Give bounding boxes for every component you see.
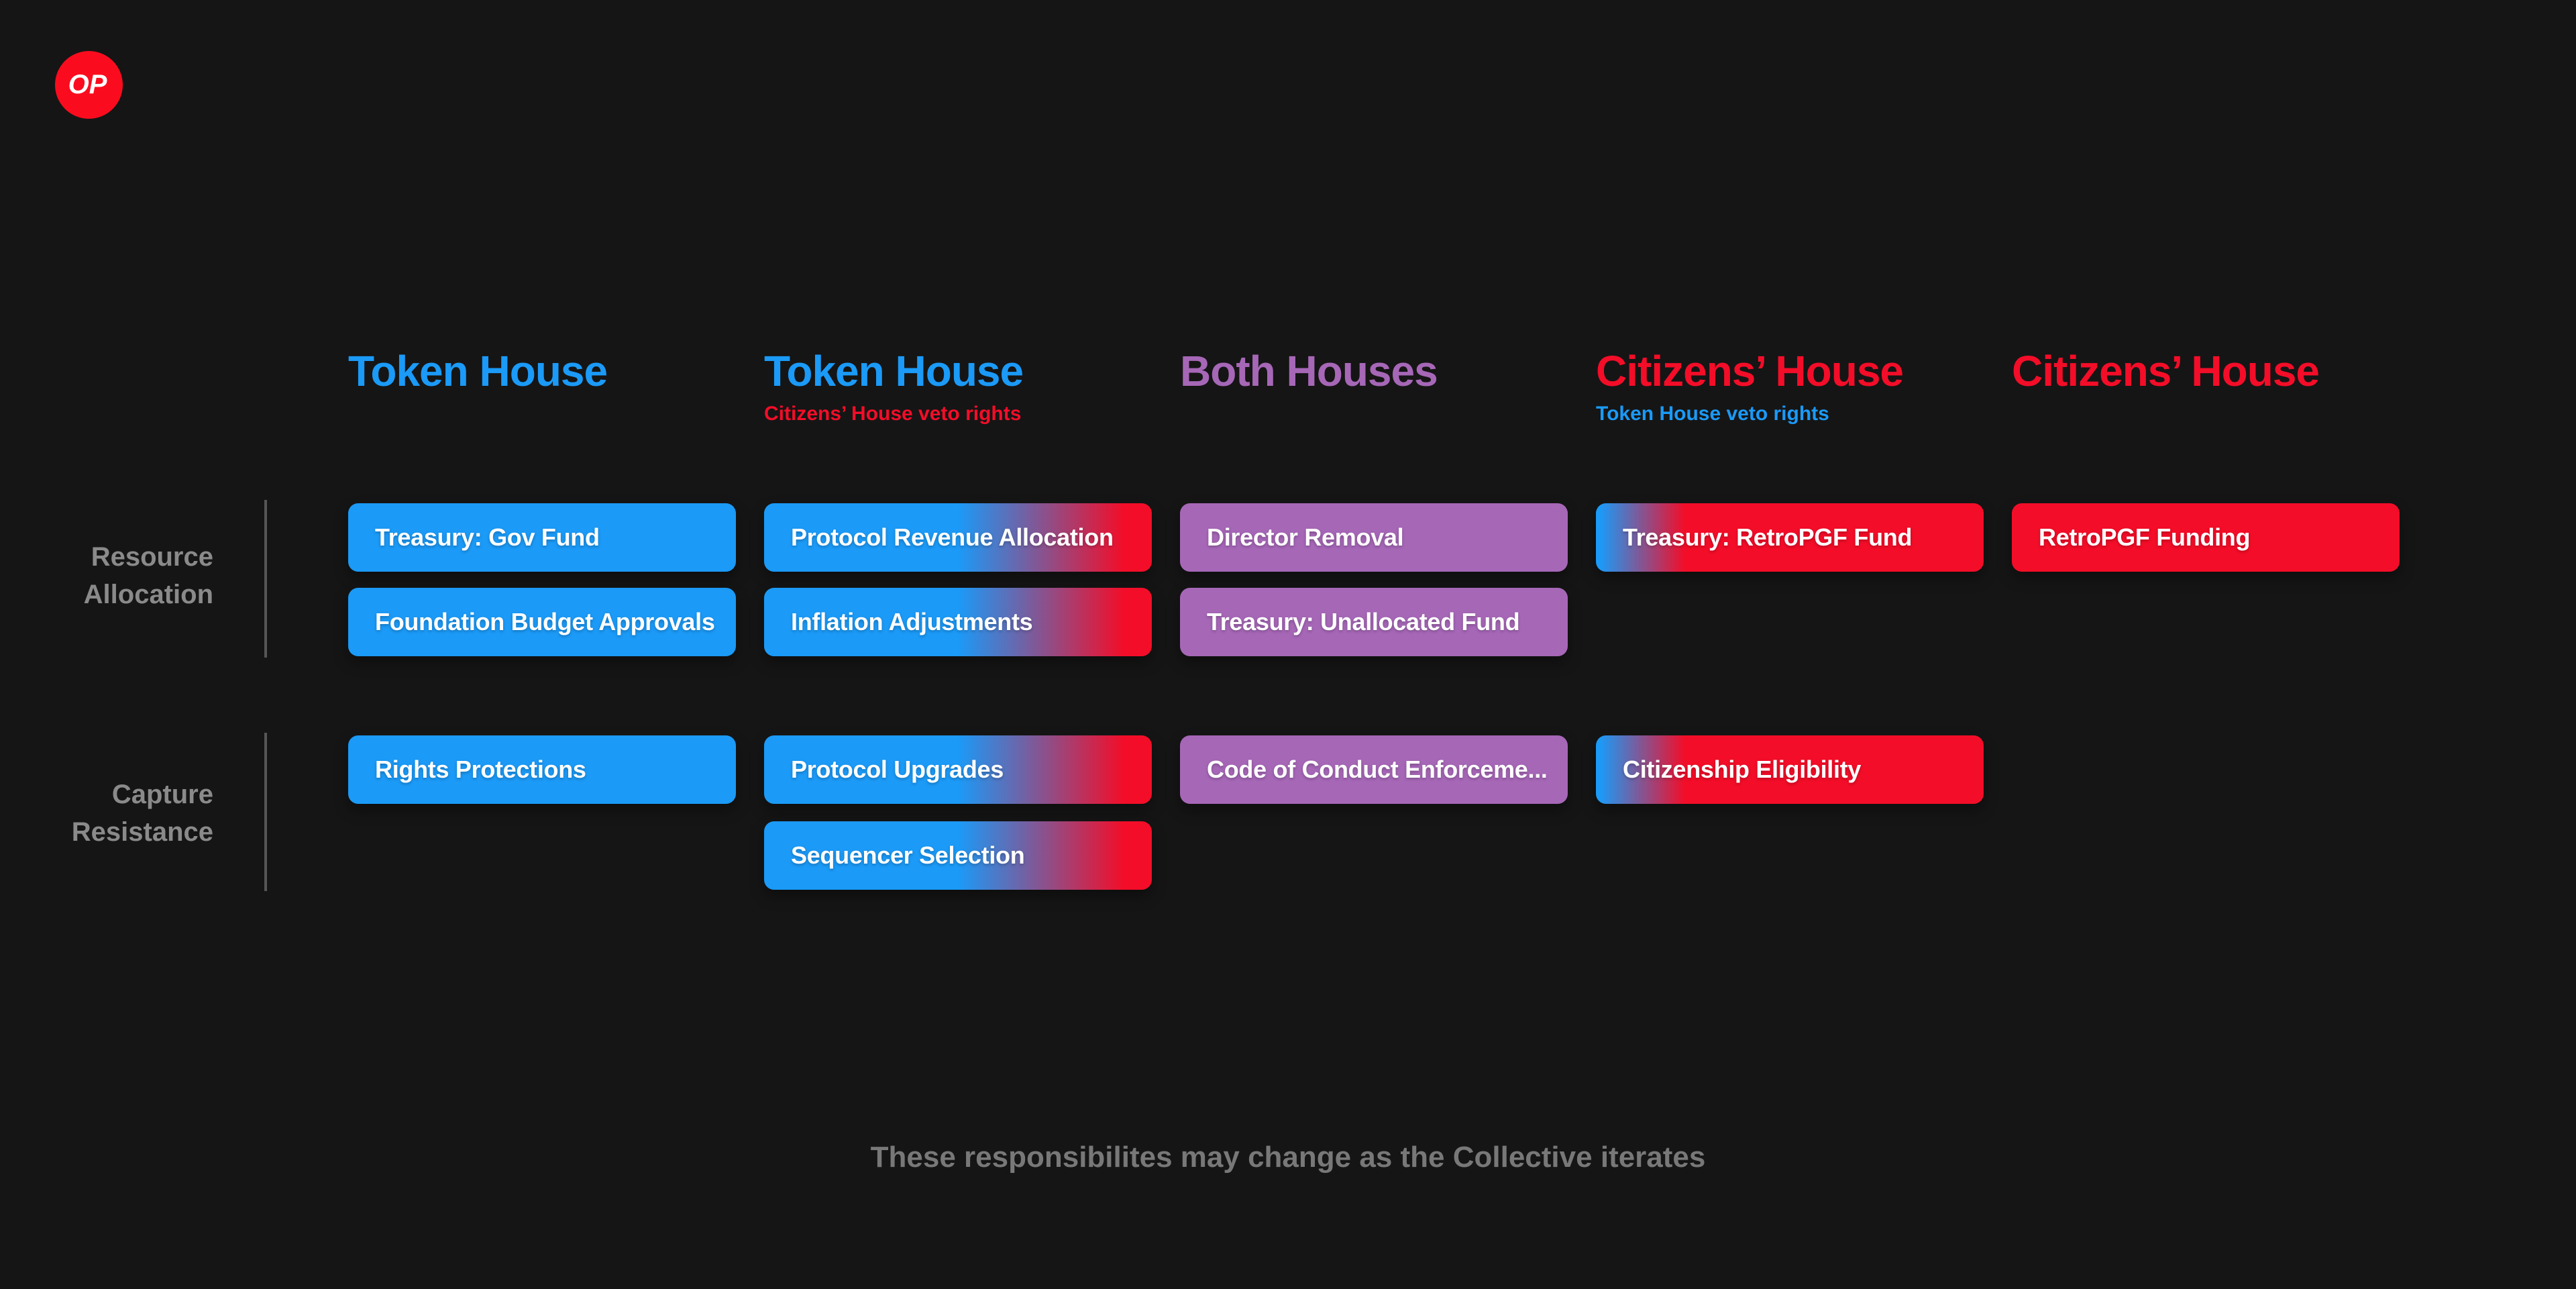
row-divider-line <box>264 500 267 658</box>
column-both-houses: Both Houses Director Removal Treasury: U… <box>1180 0 1568 1289</box>
pill-treasury-unallocated-fund: Treasury: Unallocated Fund <box>1180 588 1568 656</box>
row-divider-line <box>264 733 267 891</box>
row-label-capture-resistance: Capture Resistance <box>0 776 213 851</box>
pill-treasury-gov-fund: Treasury: Gov Fund <box>348 503 736 572</box>
column-title: Citizens’ House <box>2012 347 2320 395</box>
pill-treasury-retropgf-fund: Treasury: RetroPGF Fund <box>1596 503 1984 572</box>
column-title: Citizens’ House <box>1596 347 1904 395</box>
column-citizens-house: Citizens’ House RetroPGF Funding <box>2012 0 2400 1289</box>
column-token-house: Token House Treasury: Gov Fund Foundatio… <box>348 0 736 1289</box>
column-citizens-house-veto: Citizens’ House Token House veto rights … <box>1596 0 1984 1289</box>
pill-rights-protections: Rights Protections <box>348 735 736 804</box>
row-label-line: Allocation <box>83 580 213 609</box>
pill-foundation-budget-approvals: Foundation Budget Approvals <box>348 588 736 656</box>
row-label-line: Capture <box>111 780 213 809</box>
pill-citizenship-eligibility: Citizenship Eligibility <box>1596 735 1984 804</box>
pill-inflation-adjustments: Inflation Adjustments <box>764 588 1152 656</box>
row-label-line: Resource <box>91 542 213 572</box>
pill-retropgf-funding: RetroPGF Funding <box>2012 503 2400 572</box>
pill-director-removal: Director Removal <box>1180 503 1568 572</box>
footer-note: These responsibilites may change as the … <box>870 1141 1706 1174</box>
row-label-resource-allocation: Resource Allocation <box>0 538 213 613</box>
pill-protocol-revenue-allocation: Protocol Revenue Allocation <box>764 503 1152 572</box>
op-logo-label: OP <box>68 70 107 99</box>
column-title: Token House <box>764 347 1024 395</box>
column-token-house-veto: Token House Citizens’ House veto rights … <box>764 0 1152 1289</box>
pill-protocol-upgrades: Protocol Upgrades <box>764 735 1152 804</box>
column-subtitle: Token House veto rights <box>1596 403 1829 425</box>
column-title: Token House <box>348 347 608 395</box>
column-title: Both Houses <box>1180 347 1438 395</box>
column-subtitle: Citizens’ House veto rights <box>764 403 1022 425</box>
pill-code-of-conduct-enforcement: Code of Conduct Enforceme... <box>1180 735 1568 804</box>
pill-sequencer-selection: Sequencer Selection <box>764 821 1152 890</box>
op-logo: OP <box>55 51 123 119</box>
row-label-line: Resistance <box>71 817 213 847</box>
